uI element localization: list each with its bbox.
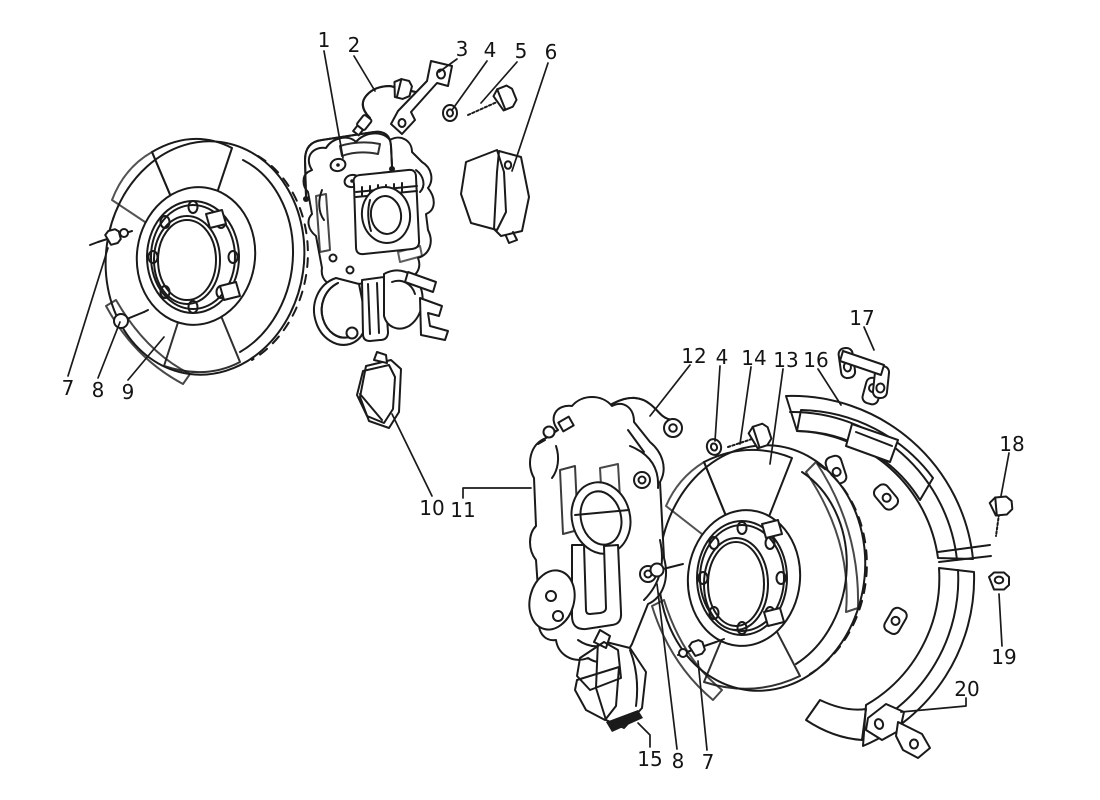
front-disc-drawing: [104, 138, 309, 385]
callout-leader-15: [637, 722, 651, 748]
callout-leader-7: [697, 660, 708, 751]
callout-label-5: 5: [515, 39, 528, 63]
callout-label-3: 3: [456, 37, 469, 61]
callout-leader-16: [817, 368, 842, 406]
callout-leader-9: [127, 336, 165, 381]
washer-4-rear-drawing: [705, 438, 723, 456]
dust-shield-drawing: [785, 376, 992, 747]
front-caliper-drawing: [302, 130, 449, 346]
callout-leader-6: [511, 62, 549, 172]
callout-leader-3: [438, 58, 458, 73]
shield-tab-mid: [872, 483, 900, 511]
callout-leader-17: [863, 326, 875, 351]
callout-leader-20: [900, 697, 967, 713]
callout-label-1: 1: [318, 28, 331, 52]
bolt-8-left-drawing: [113, 309, 149, 329]
callout-leader-10: [391, 413, 433, 497]
bolt-8-rear-drawing: [649, 562, 684, 578]
bleed-screw-7-rear-drawing: [677, 638, 725, 658]
callout-label-19: 19: [991, 645, 1016, 669]
callout-leader-11: [462, 487, 532, 499]
bracket-17-drawing: [837, 346, 891, 400]
callout-leader-12: [649, 364, 691, 417]
callout-leader-14: [739, 366, 752, 445]
bleed-screw-7-left-drawing: [89, 228, 133, 246]
callout-label-20: 20: [954, 677, 979, 701]
bracket-20-drawing: [865, 703, 931, 759]
front-hub: [135, 186, 257, 326]
nut-19-drawing: [988, 571, 1010, 591]
callout-label-8: 8: [672, 749, 685, 773]
callout-label-17: 17: [849, 306, 874, 330]
callout-label-6: 6: [545, 40, 558, 64]
callout-label-9: 9: [122, 380, 135, 404]
callout-label-7: 7: [702, 750, 715, 774]
callout-leader-8: [97, 321, 121, 379]
callout-label-4: 4: [716, 345, 729, 369]
rear-pads-drawing: [574, 629, 647, 732]
rear-caliper-drawing: [528, 396, 667, 664]
caliper-spring: [303, 130, 395, 202]
callout-leader-4: [714, 365, 721, 442]
callout-label-8: 8: [92, 378, 105, 402]
callout-leader-2: [353, 55, 376, 92]
callout-label-2: 2: [348, 33, 361, 57]
bolt-5-drawing: [467, 84, 518, 116]
rear-hub: [686, 509, 802, 647]
callout-leader-13: [769, 368, 784, 465]
caliper-lower-lobes: [313, 269, 449, 346]
callout-leader-7: [67, 247, 109, 377]
callout-leader-1: [323, 50, 344, 159]
callout-leader-4: [451, 60, 488, 111]
callout-leader-18: [1000, 452, 1010, 497]
callout-label-10: 10: [419, 496, 444, 520]
front-pad-10-drawing: [356, 351, 402, 429]
brake-pipe-2-drawing: [352, 78, 425, 137]
callout-leader-5: [480, 61, 518, 104]
bolt-18-drawing: [988, 495, 1014, 537]
callout-label-15: 15: [637, 747, 662, 771]
bracket-3-drawing: [390, 60, 453, 135]
callout-label-13: 13: [773, 348, 798, 372]
bolt-14-drawing: [727, 422, 773, 450]
callout-label-16: 16: [803, 348, 828, 372]
callout-label-11: 11: [450, 498, 475, 522]
front-pad-6-drawing: [460, 149, 530, 244]
rear-disc-drawing: [651, 444, 868, 701]
callout-label-12: 12: [681, 344, 706, 368]
callout-label-7: 7: [62, 376, 75, 400]
callout-leader-19: [998, 593, 1003, 647]
callout-label-18: 18: [999, 432, 1024, 456]
callout-label-14: 14: [741, 346, 766, 370]
callout-label-4: 4: [484, 38, 497, 62]
shield-tab-lower: [883, 606, 908, 635]
callout-leader-8: [656, 583, 678, 750]
